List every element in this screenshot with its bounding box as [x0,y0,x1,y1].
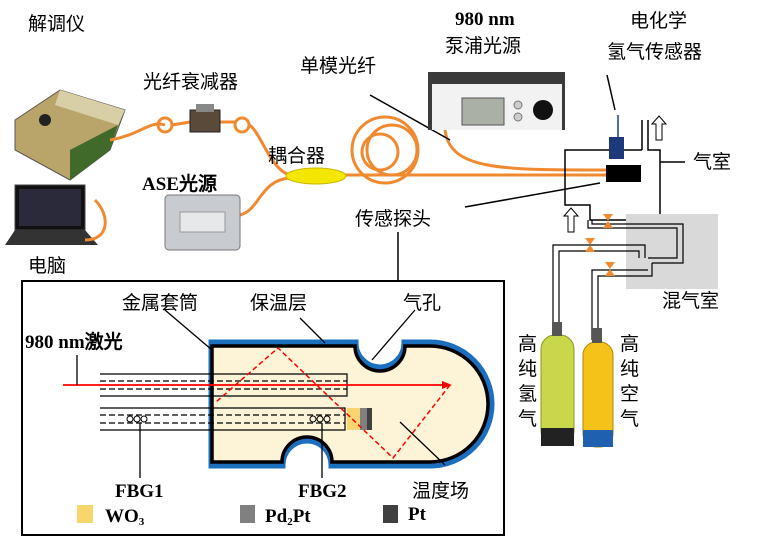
air-bottle [582,328,614,448]
ec-sensor-label-line2: 氢气传感器 [607,41,702,63]
label-char: 高 [620,333,639,355]
pump-source-label: 泵浦光源 [445,35,521,57]
air-bottle-label: 高 纯 空 气 [620,333,639,430]
legend: WO3 Pd2Pt Pt [77,504,427,528]
hydrogen-bottle-label: 高 纯 氢 气 [518,333,537,430]
gas-hole-label: 气孔 [403,292,441,314]
valve-icon [603,214,613,221]
label-char: 气 [518,408,537,430]
ase-source-device [164,194,241,251]
computer-laptop [5,184,98,245]
gas-out-arrow-icon [650,115,668,141]
attenuator-device [189,104,221,133]
valve-icon [605,262,615,269]
sensing-probe-label: 传感探头 [355,208,431,230]
valve-icon [585,238,595,245]
label-char: 纯 [620,358,639,380]
temperature-field-label: 温度场 [412,480,469,502]
ec-sensor-icon [609,137,624,159]
optical-fibers [84,115,607,242]
valve-icon [585,245,595,252]
laser-label: 980 nm激光 [25,330,123,353]
valve-icon [605,269,615,276]
single-mode-fiber-label: 单模光纤 [300,55,376,77]
coupler-label: 耦合器 [268,145,325,167]
ase-source-label: ASE光源 [142,172,217,195]
gas-in-arrow-icon [562,207,580,233]
fbg2-grating [309,415,331,423]
legend-swatch-wo3 [77,505,93,523]
fbg1-label: FBG1 [115,481,164,502]
metal-sleeve [210,344,490,464]
gas-chamber [564,120,661,221]
label-char: 氢 [518,383,537,405]
gas-chamber-label: 气室 [693,151,731,173]
ec-sensor-pointer [606,74,616,111]
hydrogen-bottle [540,322,575,446]
label-char: 空 [620,383,639,405]
coupler-icon [285,167,347,185]
fbg1-grating [126,415,148,423]
demodulator-device [14,89,126,181]
legend-swatch-pd2pt [240,505,255,523]
metal-sleeve-label: 金属套筒 [122,292,198,314]
computer-label: 电脑 [28,255,66,277]
insulation-label: 保温层 [250,292,307,314]
pump-source-device [428,72,565,130]
pump-wavelength-label: 980 nm [455,9,515,30]
label-char: 高 [518,333,537,355]
legend-swatch-pt [383,505,398,523]
fiber-pointer-line [369,94,451,141]
legend-label-wo3: WO3 [105,506,145,528]
probe-in-chamber [606,165,641,182]
legend-label-pd2pt: Pd2Pt [265,506,311,528]
mixing-chamber-label: 混气室 [662,290,719,312]
valve-icon [603,221,613,228]
detail-pointers [76,309,446,478]
demodulator-label: 解调仪 [28,13,85,35]
valves [585,214,615,276]
label-char: 气 [620,408,639,430]
mixing-chamber [626,214,718,289]
pd2pt-coating [360,408,367,430]
attenuator-label: 光纤衰减器 [143,71,238,93]
insulation-layer [208,339,495,469]
probe-pointer [464,182,601,208]
wo3-coating [347,408,360,430]
reflected-beam [215,346,451,460]
pt-coating [367,408,372,430]
fbg2-label: FBG2 [298,481,347,502]
laser-arrow-icon [442,381,452,389]
label-char: 纯 [518,358,537,380]
ec-sensor-label-line1: 电化学 [630,10,687,32]
legend-label-pt: Pt [408,504,427,525]
gas-pipes [552,220,684,340]
